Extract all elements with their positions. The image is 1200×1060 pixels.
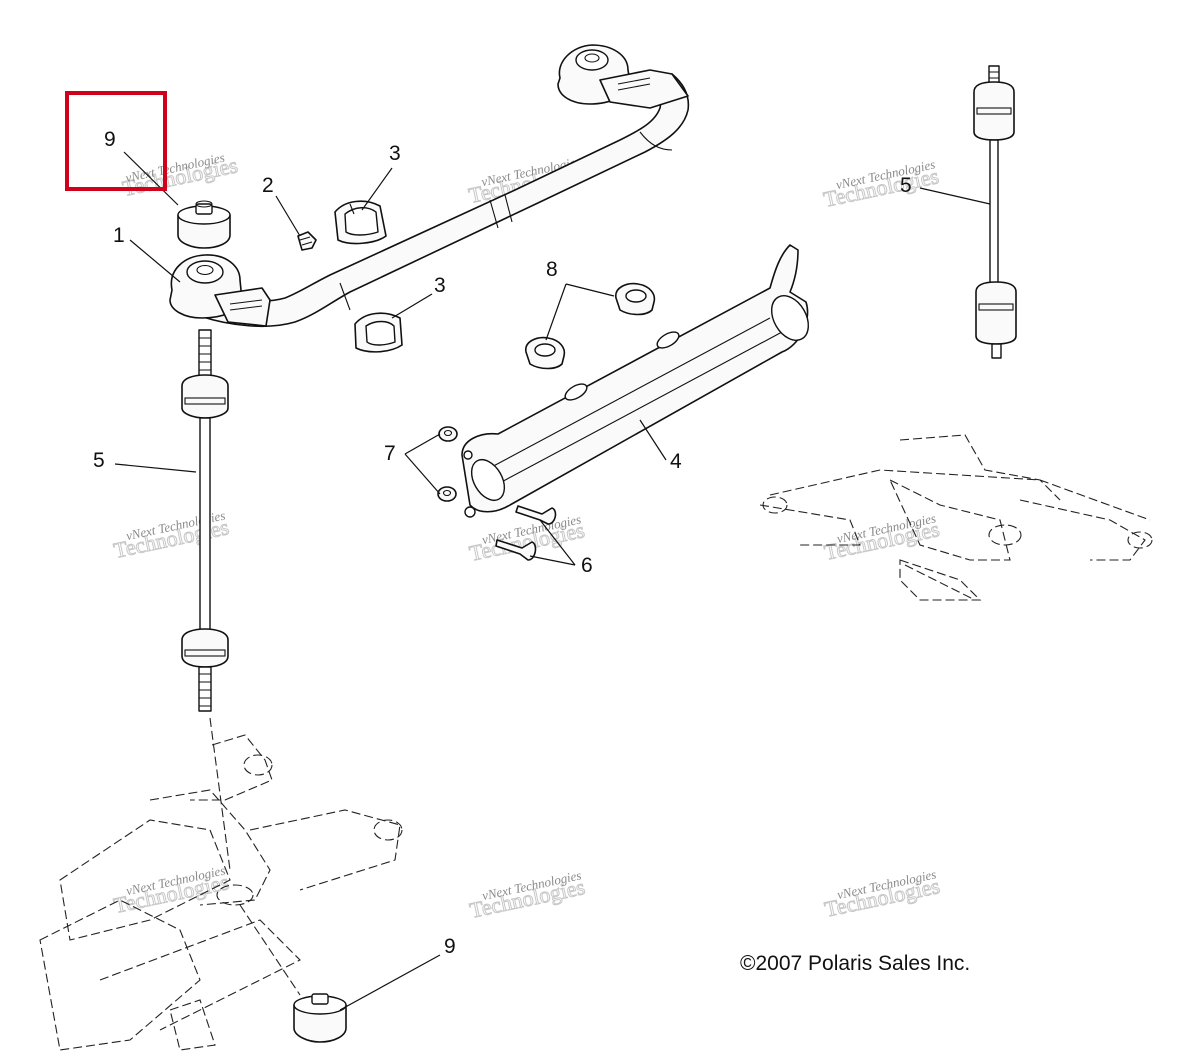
highlight-box	[65, 91, 167, 191]
watermark: Technologies vNext Technologies	[120, 150, 241, 202]
callouts: 9 1 2 3 3 8 5 7 4 5 6 9	[93, 128, 912, 958]
callout-5-right[interactable]: 5	[900, 174, 912, 197]
callout-3-top[interactable]: 3	[389, 142, 401, 165]
bushing-bottom	[293, 993, 347, 1043]
callout-6[interactable]: 6	[581, 554, 593, 577]
watermark: Technologies vNext Technologies	[467, 867, 588, 923]
leader-lines	[114, 151, 991, 1011]
grommet-lower	[525, 336, 566, 370]
watermark: Technologies vNext Technologies	[822, 866, 943, 922]
rear-suspension-reference-left	[39, 717, 403, 1051]
stabilizer-link-right	[973, 65, 1017, 359]
callout-8[interactable]: 8	[546, 258, 558, 281]
washer-upper	[438, 426, 458, 442]
mounting-bracket	[461, 244, 810, 518]
stabilizer-link-left	[181, 329, 229, 712]
grommet-upper	[615, 282, 656, 316]
copyright-text: ©2007 Polaris Sales Inc.	[740, 952, 970, 975]
bushing-top	[177, 200, 231, 249]
watermarks: Technologies vNext Technologies Technolo…	[111, 150, 943, 924]
watermark: Technologies vNext Technologies	[821, 157, 942, 213]
washer-lower	[437, 486, 457, 502]
rear-suspension-reference-right	[759, 434, 1153, 601]
callout-7[interactable]: 7	[384, 442, 396, 465]
clamp-top	[334, 200, 387, 245]
callout-9-top[interactable]: 9	[104, 128, 116, 151]
grease-fitting	[297, 231, 317, 251]
callout-2[interactable]: 2	[262, 174, 274, 197]
callout-3-bottom[interactable]: 3	[434, 274, 446, 297]
callout-4[interactable]: 4	[670, 450, 682, 473]
bolt-lower	[495, 539, 537, 561]
stabilizer-bar	[169, 44, 690, 328]
bolt-upper	[515, 505, 557, 525]
callout-1[interactable]: 1	[113, 224, 125, 247]
watermark: Technologies vNext Technologies	[111, 508, 232, 564]
clamp-bottom	[354, 312, 403, 353]
callout-9-bottom[interactable]: 9	[444, 935, 456, 958]
callout-5-left[interactable]: 5	[93, 449, 105, 472]
